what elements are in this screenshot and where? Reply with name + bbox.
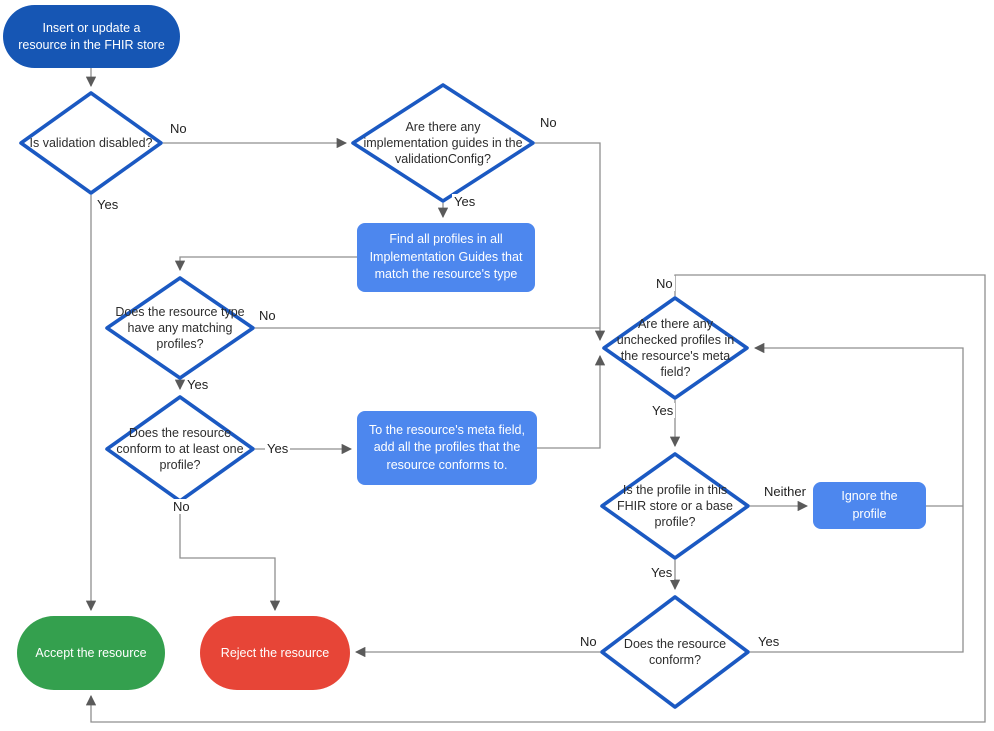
node-decision-profile-in-store: Is the profile in this FHIR store or a b… [600,452,750,560]
node-decision-does-conform-label: Does the resource conform? [623,636,727,667]
node-decision-validation-disabled: Is validation disabled? [19,91,163,195]
diamond-shape [105,276,255,380]
diamond-shape [351,83,535,203]
node-decision-validation-disabled-label: Is validation disabled? [29,135,153,150]
node-decision-matching-profiles: Does the resource type have any matching… [105,276,255,380]
edge-addmeta-to-unchecked [537,354,606,449]
edge-conform-yes-loop [750,342,964,653]
edge-label-conform-no: No [578,634,599,649]
edge-label-profile-yes: Yes [649,565,675,580]
node-decision-matching-profiles-label: Does the resource type have any matching… [115,304,245,352]
edge-label-conformone-no: No [171,499,192,514]
node-decision-unchecked-profiles-label: Are there any unchecked profiles in the … [616,316,735,380]
node-accept-label: Accept the resource [35,645,147,660]
node-decision-implementation-guides: Are there any implementation guides in t… [351,83,535,203]
node-reject-label: Reject the resource [220,645,330,660]
node-process-add-meta: To the resource's meta field, add all th… [357,411,537,485]
node-decision-unchecked-profiles: Are there any unchecked profiles in the … [602,296,749,400]
edge-implguides-no [535,142,606,342]
node-accept-terminal: Accept the resource [17,616,165,690]
node-decision-conform-one-profile-label: Does the resource conform to at least on… [116,425,244,473]
node-decision-implementation-guides-label: Are there any implementation guides in t… [363,119,523,167]
edge-label-validation-no: No [168,121,189,136]
edge-unchecked-no-to-accept [85,274,986,723]
diamond-shape [600,595,750,709]
diamond-shape [600,452,750,560]
edge-label-conform-yes: Yes [756,634,782,649]
node-decision-profile-in-store-label: Is the profile in this FHIR store or a b… [616,482,733,530]
edge-findprofiles-to-matching [174,256,357,272]
edge-label-implguides-yes: Yes [452,194,478,209]
edge-label-profile-neither: Neither [762,484,808,499]
edge-label-matching-no: No [257,308,278,323]
diamond-shape [19,91,163,195]
edge-label-matching-yes: Yes [185,377,211,392]
node-process-add-meta-label: To the resource's meta field, add all th… [369,422,525,472]
edge-label-conformone-yes: Yes [265,441,291,456]
node-reject-terminal: Reject the resource [200,616,350,690]
diamond-shape [602,296,749,400]
node-process-find-profiles: Find all profiles in all Implementation … [357,223,535,292]
node-decision-does-conform: Does the resource conform? [600,595,750,709]
edge-label-unchecked-yes: Yes [650,403,676,418]
node-process-ignore-profile: Ignore the profile [813,482,926,529]
node-process-ignore-profile-label: Ignore the profile [841,489,898,521]
edge-conformone-no-to-reject [179,503,281,612]
node-process-find-profiles-label: Find all profiles in all Implementation … [369,232,523,282]
edge-label-implguides-no: No [538,115,559,130]
node-decision-conform-one-profile: Does the resource conform to at least on… [105,395,255,503]
edge-label-unchecked-no: No [654,276,675,291]
edge-label-validation-yes: Yes [95,197,121,212]
node-start-label: Insert or update a resource in the FHIR … [18,20,165,52]
node-start-terminal: Insert or update a resource in the FHIR … [3,5,180,68]
